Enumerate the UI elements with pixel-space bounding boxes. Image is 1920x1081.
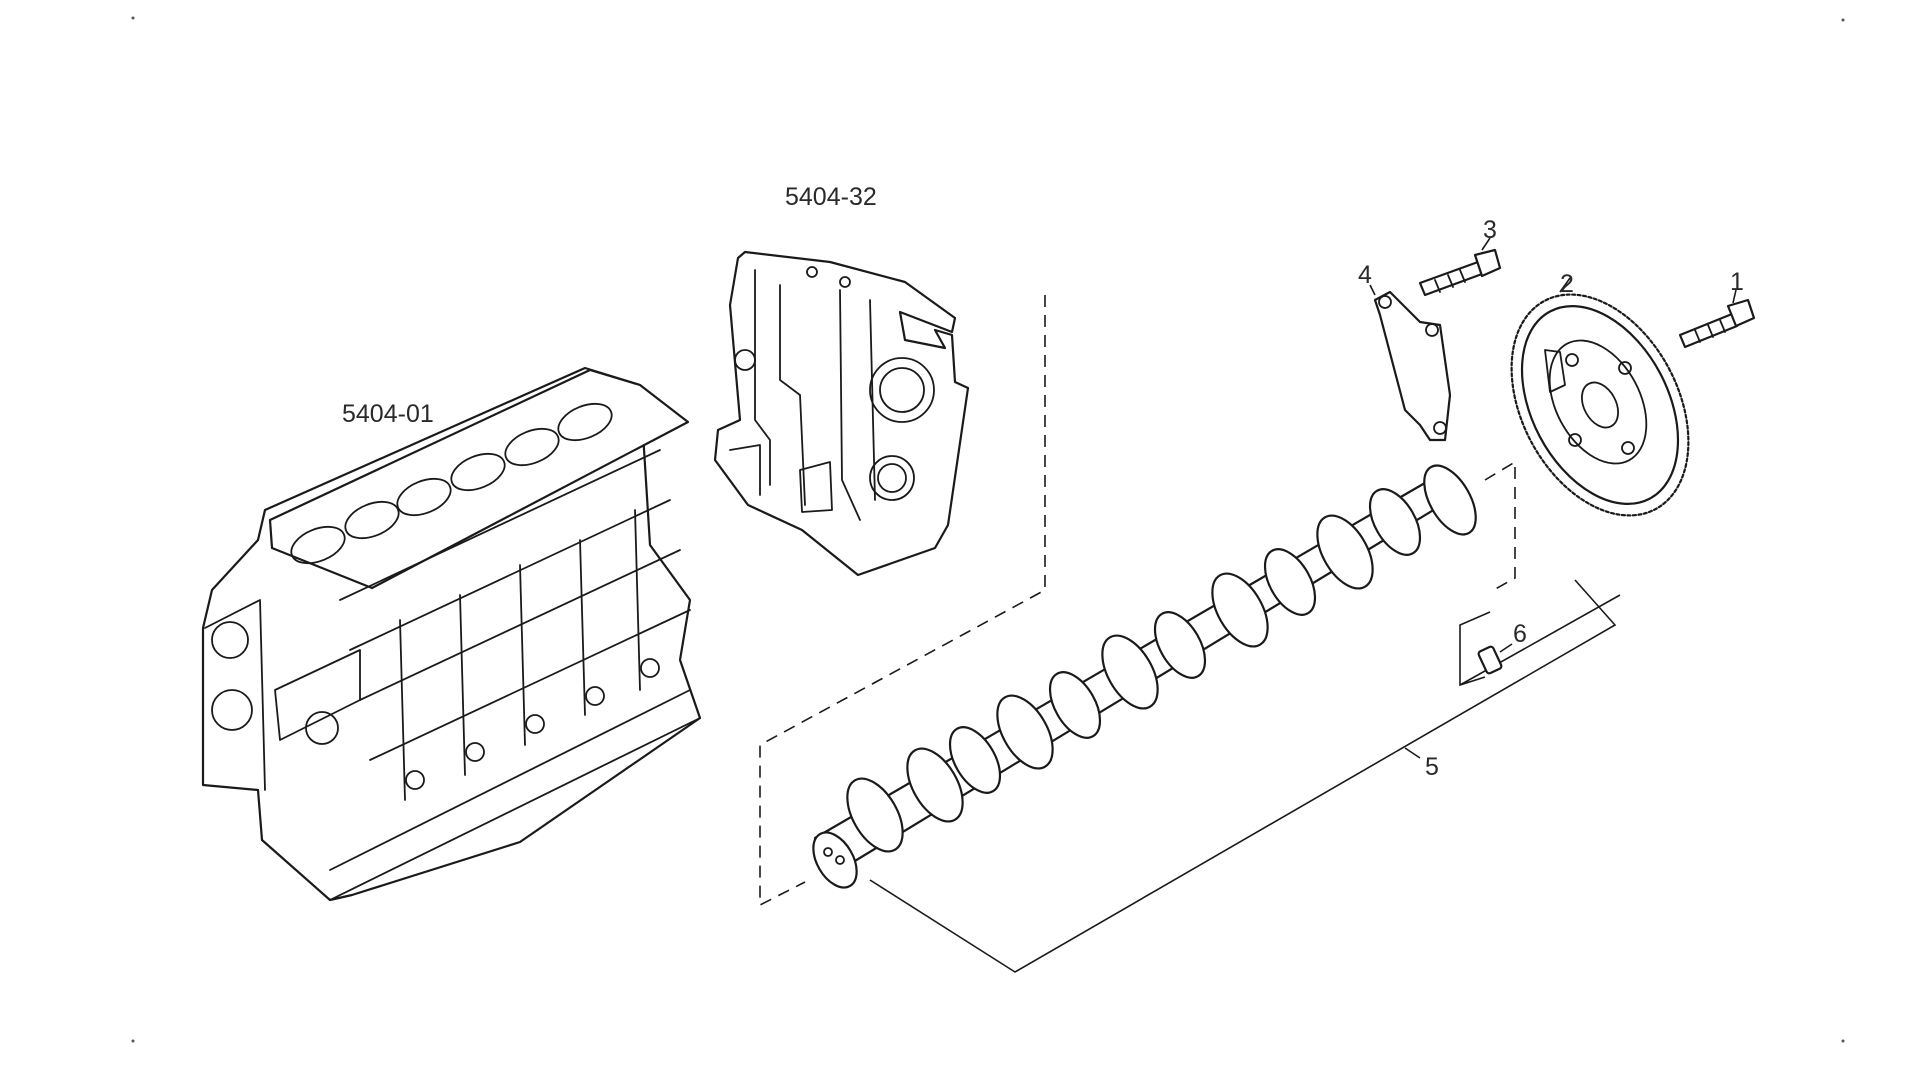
thrust-plate-illustration bbox=[1373, 290, 1452, 442]
screw-item-1-illustration bbox=[1678, 298, 1756, 349]
item-5-label: 5 bbox=[1425, 753, 1439, 781]
item-6-label: 6 bbox=[1513, 620, 1527, 648]
block-reference-label: 5404-01 bbox=[342, 400, 434, 428]
dowel-pin-illustration bbox=[1477, 645, 1503, 675]
timing-cover-illustration bbox=[713, 250, 970, 577]
corner-marks bbox=[131, 16, 1845, 1043]
engine-block-illustration bbox=[201, 366, 702, 902]
camshaft-gear-illustration bbox=[1510, 293, 1690, 517]
item-1-label: 1 bbox=[1730, 268, 1744, 296]
camshaft-illustration bbox=[812, 464, 1477, 889]
bracket-item-6 bbox=[1459, 594, 1621, 687]
item-3-label: 3 bbox=[1483, 216, 1497, 244]
leader-line-item-5 bbox=[869, 579, 1617, 973]
cover-reference-label: 5404-32 bbox=[785, 183, 877, 211]
item-2-label: 2 bbox=[1560, 270, 1574, 298]
item-4-label: 4 bbox=[1358, 261, 1372, 289]
camshaft-lobes bbox=[846, 488, 1422, 853]
dashed-assembly-line-gear bbox=[1484, 460, 1516, 593]
cylinder-bores bbox=[290, 402, 613, 565]
screw-item-3-illustration bbox=[1418, 248, 1502, 297]
